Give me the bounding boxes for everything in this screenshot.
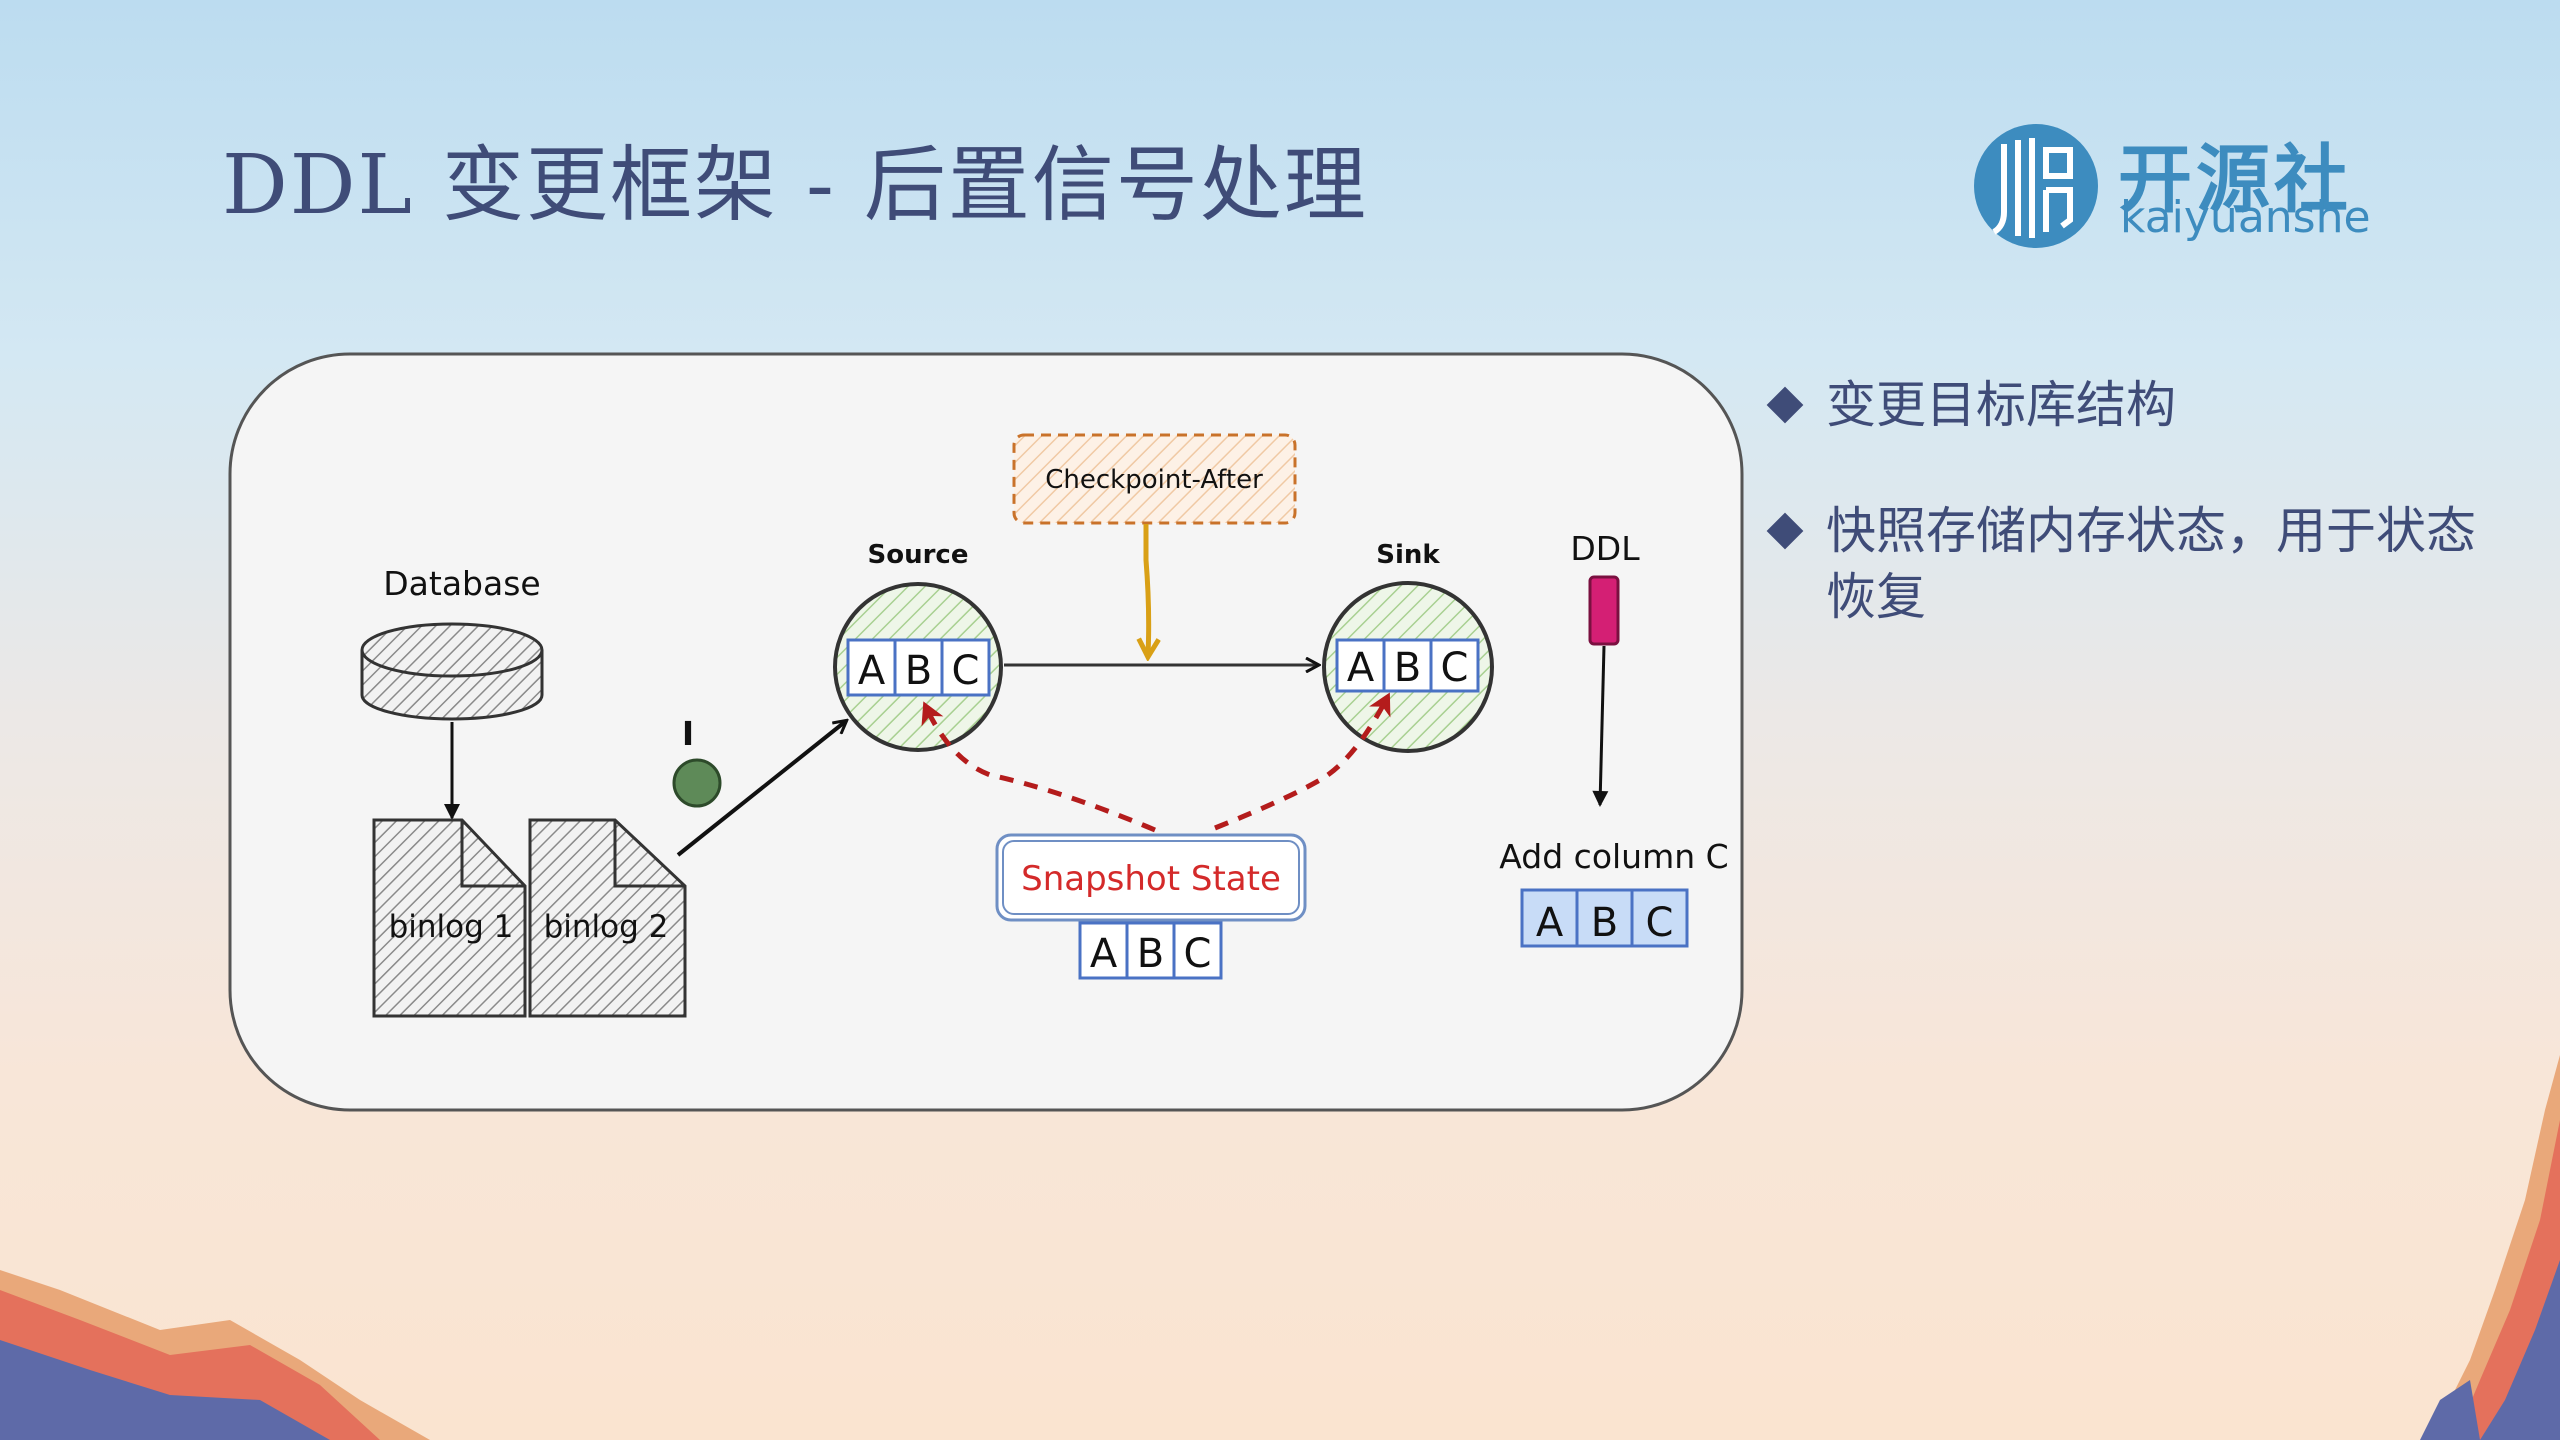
binlog-2-file-icon [528,818,687,1018]
checkpoint-arrow [1146,524,1149,655]
cell-letter: A [858,648,886,694]
cell-letter: C [952,648,980,694]
binlog-2-label: binlog 2 [544,909,669,945]
cell-letter: C [1184,931,1212,977]
bullet-text: 变更目标库结构 [1826,376,2176,434]
kaiyuanshe-logo: 开源社 kaiyuanshe [1958,110,2371,260]
bullet-item: 变更目标库结构 [1766,372,2488,438]
cell-letter: C [1646,900,1674,946]
cell-letter: A [1536,900,1564,946]
cell-box [1382,638,1433,693]
ddl-arrow [1592,645,1609,807]
checkpoint-after-label: Checkpoint-After [1045,465,1263,495]
snapshot-state-box-inner [1002,840,1300,915]
cell-letter: C [1441,645,1469,691]
source-label: Source [868,540,969,570]
ddl-marker [1588,575,1620,646]
cell-box [940,638,991,697]
sink-label: Sink [1376,540,1440,570]
cell-box [1575,888,1634,948]
bullet-item: 快照存储内存状态，用于状态恢复 [1766,498,2488,630]
snapshot-to-sink-arrow [1214,692,1391,831]
cell-letter: A [1090,931,1118,977]
cell-box [1520,888,1579,948]
snapshot-state-box [995,833,1307,922]
bullet-text: 快照存储内存状态，用于状态恢复 [1826,502,2476,626]
ddl-label: DDL [1570,529,1640,568]
checkpoint-after-box [1012,433,1297,525]
cell-letter: B [1137,931,1164,977]
bullet-list: 变更目标库结构快照存储内存状态，用于状态恢复 [1766,372,2488,690]
snapshot-state-label: Snapshot State [1021,859,1281,899]
cell-letter: A [1347,645,1375,691]
cell-letter: B [1394,645,1421,691]
cell-box [893,638,944,697]
slide-title: DDL 变更框架 - 后置信号处理 [222,138,1368,233]
database-label: Database [383,564,540,603]
cell-letter: B [905,648,932,694]
cell-box [1630,888,1689,948]
diamond-bullet-icon [1766,512,1804,550]
record-label: I [682,714,694,753]
logo-text-cn: 开源社 [2118,137,2352,223]
cell-box [1125,921,1176,980]
binlog-to-source-arrow [676,721,846,857]
diamond-bullet-icon [1766,386,1804,424]
record-dot-icon [672,758,722,808]
database-icon [360,622,544,721]
binlog-1-label: binlog 1 [389,909,514,945]
cell-box [1429,638,1480,693]
logo-mark-icon [1974,124,2098,248]
cell-box [1172,921,1223,980]
add-column-label: Add column C [1499,837,1728,876]
snapshot-to-source-arrow [921,701,1156,833]
logo-text-en: kaiyuanshe [2120,192,2371,243]
cell-letter: B [1591,900,1618,946]
binlog-1-file-icon [372,818,527,1018]
